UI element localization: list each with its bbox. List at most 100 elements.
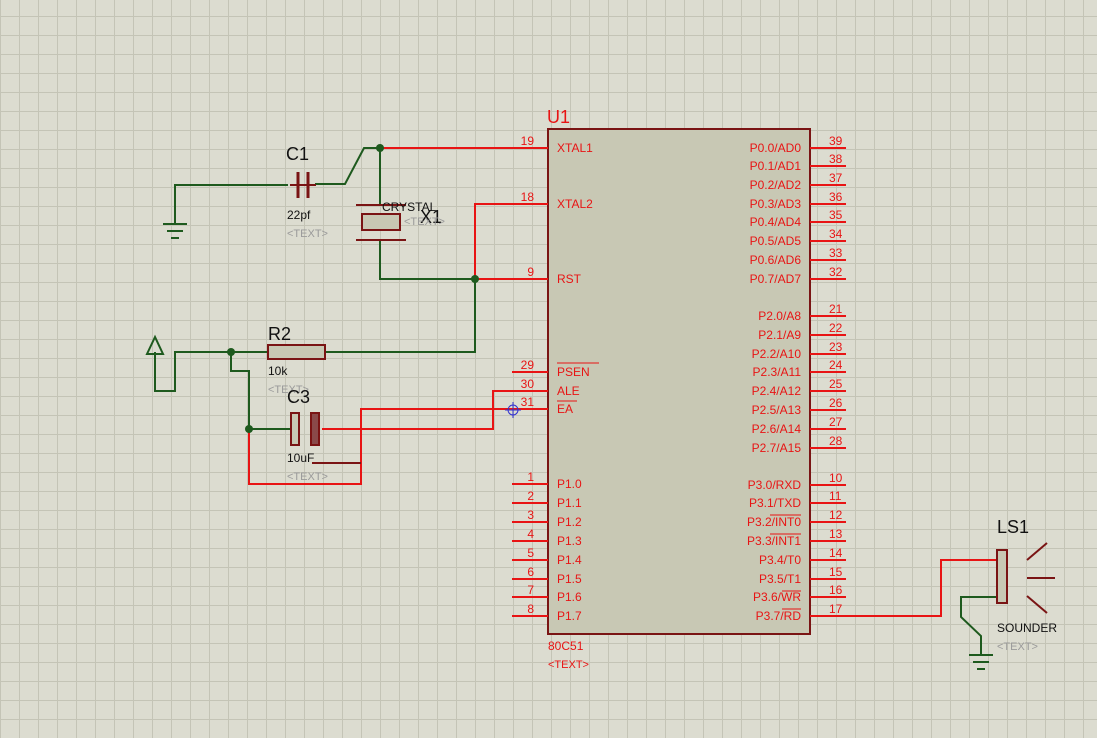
wire-ls1-ground[interactable] <box>960 596 997 655</box>
r2-body <box>267 344 326 360</box>
x1-body <box>361 213 401 231</box>
u1-pin-number: 30 <box>521 377 535 391</box>
junctions <box>227 144 479 433</box>
junction-dot <box>471 275 479 283</box>
ground-symbol-c1[interactable] <box>163 223 187 239</box>
u1-pin-label: P3.5/T1 <box>759 572 801 586</box>
wire-r2-c3[interactable] <box>230 352 250 429</box>
u1-pin-label: P2.4/A12 <box>752 384 802 398</box>
u1-pin-label: P3.6/WR <box>753 590 801 604</box>
ls1-component[interactable]: LS1 SOUNDER <TEXT> <box>996 517 1057 653</box>
u1-pin-label: P2.1/A9 <box>758 328 801 342</box>
c3-plate-right <box>310 412 320 446</box>
ls1-text: <TEXT> <box>997 641 1038 653</box>
u1-pin-label: P2.6/A14 <box>752 422 802 436</box>
u1-text: <TEXT> <box>548 659 589 671</box>
crosshair-icon <box>505 402 521 418</box>
u1-body[interactable] <box>547 128 811 635</box>
u1-pin-number: 6 <box>527 565 534 579</box>
u1-pin-number: 19 <box>521 134 535 148</box>
c3-ref: C3 <box>287 387 310 407</box>
wire-c1-ground[interactable] <box>174 184 288 224</box>
u1-pin-label: P0.2/AD2 <box>750 178 802 192</box>
u1-pin-label: P2.3/A11 <box>753 365 802 379</box>
c1-ref: C1 <box>286 144 309 164</box>
u1-pin-number: 8 <box>527 602 534 616</box>
c3-component[interactable]: C3 10uF <TEXT> <box>287 387 328 483</box>
u1-pin-label: P2.0/A8 <box>758 309 801 323</box>
u1-pin-label: P3.2/INT0 <box>747 515 801 529</box>
wire-ea[interactable] <box>248 408 548 485</box>
u1-pin-label: P3.0/RXD <box>748 478 802 492</box>
u1-pin-number: 38 <box>829 152 843 166</box>
u1-pin-number: 37 <box>829 171 843 185</box>
c3-plate-left <box>290 412 300 446</box>
u1-pin-number: 4 <box>527 527 534 541</box>
u1-pin-number: 29 <box>521 358 535 372</box>
u1-pin-label: XTAL1 <box>557 141 593 155</box>
u1-part: 80C51 <box>548 639 584 653</box>
u1-pin-number: 10 <box>829 471 843 485</box>
wires <box>154 147 997 655</box>
c1-lead <box>290 184 316 186</box>
u1-pin-number: 33 <box>829 246 843 260</box>
u1-pin-number: 35 <box>829 208 843 222</box>
wire-power[interactable] <box>154 351 268 392</box>
u1-pin-number: 7 <box>527 583 534 597</box>
u1-pin-number: 2 <box>527 489 534 503</box>
u1-pin-number: 15 <box>829 565 843 579</box>
u1-pin-label: P0.1/AD1 <box>750 159 802 173</box>
u1-pin-number: 24 <box>829 358 843 372</box>
u1-pin-number: 3 <box>527 508 534 522</box>
wire-ale[interactable] <box>322 390 548 430</box>
u1-pin-label: P0.7/AD7 <box>750 272 802 286</box>
u1-pin-number: 13 <box>829 527 843 541</box>
wire-c1-right[interactable] <box>315 147 380 185</box>
u1-ref: U1 <box>547 107 570 127</box>
c1-text: <TEXT> <box>287 228 328 240</box>
u1-pin-number: 36 <box>829 190 843 204</box>
r2-component[interactable]: R2 10k <TEXT> <box>267 324 326 396</box>
c1-value: 22pf <box>287 208 311 222</box>
r2-ref: R2 <box>268 324 291 344</box>
x1-value: CRYSTAL <box>382 200 437 214</box>
junction-dot <box>376 144 384 152</box>
x1-component[interactable]: X1 CRYSTAL <TEXT> <box>356 200 445 241</box>
u1-pin-label: P1.7 <box>557 609 582 623</box>
u1-pin-label: P0.6/AD6 <box>750 253 802 267</box>
u1-right-pins: 39P0.0/AD038P0.1/AD137P0.2/AD236P0.3/AD3… <box>747 134 846 623</box>
ground-symbol-ls1[interactable] <box>969 654 993 670</box>
c1-component[interactable]: C1 22pf <TEXT> <box>286 144 328 240</box>
wire-x1-bottom[interactable] <box>379 240 475 280</box>
u1-pin-label: P1.3 <box>557 534 582 548</box>
u1-pin-label: P1.0 <box>557 477 582 491</box>
power-symbol[interactable] <box>145 334 165 355</box>
c3-value: 10uF <box>287 451 314 465</box>
u1-pin-label: RST <box>557 272 582 286</box>
power-arrow <box>145 334 165 355</box>
u1-pin-number: 12 <box>829 508 843 522</box>
u1-pin-label: P3.3/INT1 <box>747 534 801 548</box>
u1-pin-label: P1.4 <box>557 553 582 567</box>
u1-pin-number: 16 <box>829 583 843 597</box>
u1-pin-label: P0.5/AD5 <box>750 234 802 248</box>
x1-text: <TEXT> <box>404 216 445 228</box>
u1-pin-label: P0.3/AD3 <box>750 197 802 211</box>
u1-pin-number: 22 <box>829 321 843 335</box>
wire-p37-ls1[interactable] <box>845 559 997 617</box>
u1-pin-label: P3.7/RD <box>756 609 802 623</box>
u1-pin-label: P2.5/A13 <box>752 403 802 417</box>
u1-pin-number: 28 <box>829 434 843 448</box>
u1-pin-label: P2.7/A15 <box>752 441 802 455</box>
wire-xtal2[interactable] <box>474 203 548 279</box>
c3-text: <TEXT> <box>287 471 328 483</box>
u1-pin-number: 34 <box>829 227 843 241</box>
x1-ref: X1 <box>420 207 442 227</box>
wire-r2-right[interactable] <box>325 279 476 353</box>
u1-pin-label: P3.4/T0 <box>759 553 801 567</box>
sound-wave-icon <box>1026 542 1048 561</box>
u1-pin-number: 31 <box>521 395 535 409</box>
u1-pin-number: 9 <box>527 265 534 279</box>
